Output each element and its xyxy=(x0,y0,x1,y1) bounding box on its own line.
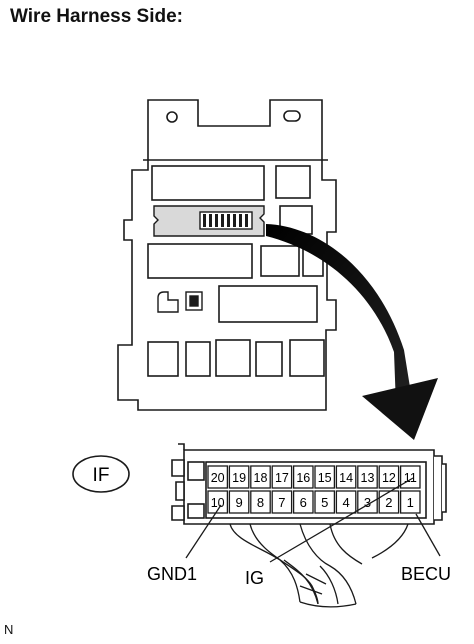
terminal-cavity-19 xyxy=(228,465,250,489)
terminal-number-6: 6 xyxy=(300,495,307,510)
wire-bundle xyxy=(229,523,409,608)
footer-code: N xyxy=(4,622,14,637)
terminal-label-gnd1: GND1 xyxy=(147,564,197,584)
terminal-cavity-13 xyxy=(357,465,378,489)
junction-block xyxy=(117,99,337,411)
pointer-arrow xyxy=(266,224,438,440)
terminal-cavity-12 xyxy=(378,465,400,489)
terminal-number-3: 3 xyxy=(364,495,371,510)
terminal-cavity-17 xyxy=(271,465,293,489)
terminal-number-5: 5 xyxy=(321,495,328,510)
terminal-cavity-10 xyxy=(207,490,229,514)
terminal-cavity-9 xyxy=(228,490,250,514)
terminal-number-19: 19 xyxy=(232,471,246,485)
connector-slot xyxy=(153,205,265,237)
terminal-number-12: 12 xyxy=(382,471,396,485)
terminal-cavity-14 xyxy=(335,465,357,489)
terminal-number-17: 17 xyxy=(275,471,289,485)
terminal-number-15: 15 xyxy=(318,471,332,485)
connector-code: IF xyxy=(93,465,110,486)
terminal-number-1: 1 xyxy=(407,495,414,510)
relay-symbols xyxy=(157,291,203,313)
terminal-cavity-15 xyxy=(314,465,336,489)
terminal-number-13: 13 xyxy=(361,471,375,485)
terminal-label-becu: BECU xyxy=(401,564,451,584)
terminal-number-18: 18 xyxy=(254,471,268,485)
terminal-cavity-7 xyxy=(271,490,293,514)
junction-block-components xyxy=(147,165,325,377)
terminal-cavity-20 xyxy=(207,465,229,489)
terminal-number-2: 2 xyxy=(385,495,392,510)
terminal-label-ig: IG xyxy=(245,568,264,588)
terminal-cavity-8 xyxy=(250,490,271,514)
connector-code-badge: IF xyxy=(72,455,130,493)
page-title: Wire Harness Side: xyxy=(10,6,184,27)
terminal-number-20: 20 xyxy=(211,471,225,485)
leader-lines xyxy=(185,477,441,563)
terminal-number-14: 14 xyxy=(339,471,353,485)
terminal-number-16: 16 xyxy=(296,471,310,485)
terminal-number-8: 8 xyxy=(257,495,264,510)
terminal-cavity-5 xyxy=(314,490,336,514)
terminal-number-7: 7 xyxy=(278,495,285,510)
terminal-number-4: 4 xyxy=(342,495,349,510)
terminal-number-10: 10 xyxy=(211,496,225,510)
terminal-cavity-4 xyxy=(335,490,357,514)
terminal-number-9: 9 xyxy=(235,495,242,510)
terminal-cavity-18 xyxy=(250,465,271,489)
terminal-cavity-6 xyxy=(292,490,314,514)
terminal-cavity-16 xyxy=(292,465,314,489)
terminal-cavity-1 xyxy=(399,490,421,514)
terminal-cavity-2 xyxy=(378,490,400,514)
